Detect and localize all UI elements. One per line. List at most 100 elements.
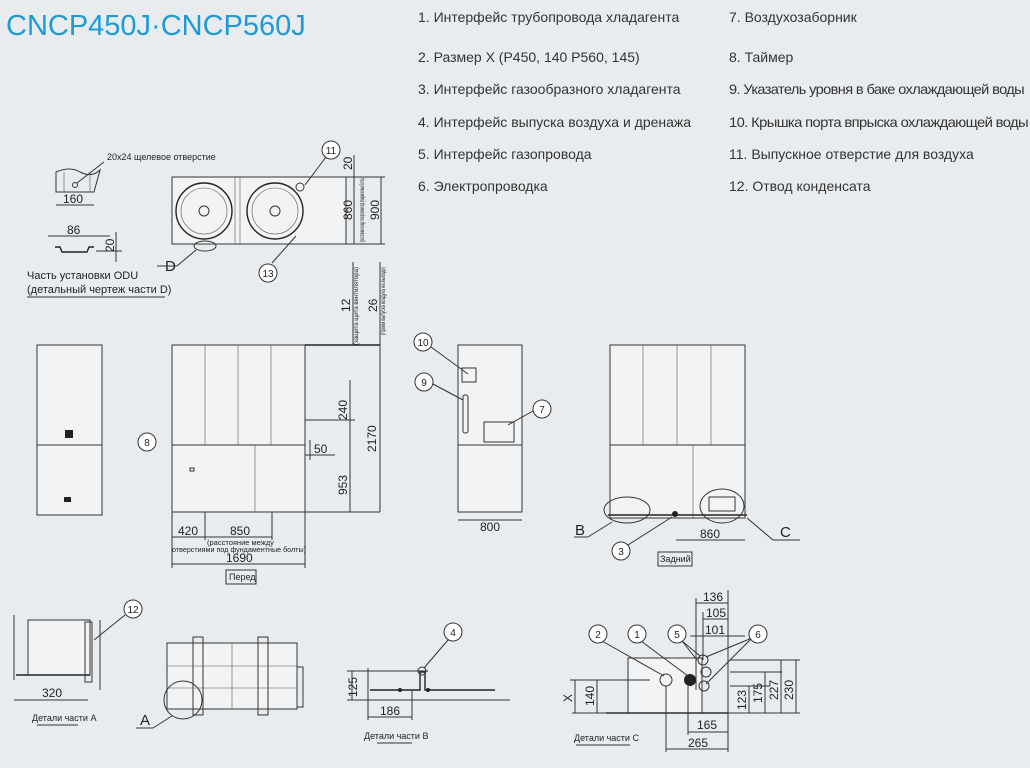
dim-label: 105 — [706, 606, 726, 620]
dim-label: 420 — [178, 524, 198, 538]
callouts: 1 2 3 4 5 6 7 8 9 10 11 12 13 — [123, 140, 768, 644]
legend-item: 2. Размер X (P450, 140 P560, 145) — [418, 49, 640, 65]
dim-label: 165 — [697, 718, 717, 732]
legend: 1. Интерфейс трубопровода хладагента 2. … — [418, 9, 1029, 194]
dim-label: 186 — [380, 704, 400, 718]
detail-letter: D — [165, 258, 176, 275]
dim-label: 12 — [339, 298, 353, 312]
caption: Детали части C — [574, 733, 639, 743]
callout-7: 7 — [532, 399, 552, 419]
rear-view: B C 860 Задний — [574, 344, 800, 567]
svg-text:5: 5 — [674, 630, 680, 641]
caption: Часть установки ODU — [27, 270, 138, 282]
caption: Детали части B — [364, 731, 428, 741]
callout-1: 1 — [627, 624, 647, 644]
dim-label: 240 — [336, 400, 350, 420]
dim-note: (расстояние между отверстиями под фундам… — [358, 178, 366, 242]
legend-item: 12. Отвод конденсата — [729, 178, 871, 194]
svg-text:3: 3 — [618, 547, 624, 558]
dim-label: 800 — [480, 520, 500, 534]
page-title: CNCP450J·CNCP560J — [6, 10, 306, 42]
svg-text:1: 1 — [634, 630, 640, 641]
legend-item: 5. Интерфейс газопровода — [418, 146, 592, 162]
dim-label: 20 — [341, 156, 355, 170]
legend-item: 7. Воздухозаборник — [729, 9, 858, 25]
dim-label: 125 — [346, 677, 360, 697]
dim-note: отверстиями под фундаментные болты) — [172, 545, 306, 554]
dim-label: 2170 — [365, 425, 379, 452]
dim-label: 50 — [314, 442, 328, 456]
detail-a: 320 Детали части А — [13, 614, 126, 726]
front-left-view — [36, 344, 103, 516]
svg-text:13: 13 — [262, 269, 274, 280]
svg-text:2: 2 — [595, 630, 601, 641]
legend-item: 3. Интерфейс газообразного хладагента — [418, 81, 681, 97]
callout-2: 2 — [588, 624, 608, 644]
legend-item: 10. Крышка порта впрыска охлаждающей вод… — [729, 114, 1029, 130]
side-view: 800 — [430, 344, 534, 534]
dim-label: 20 — [103, 238, 117, 252]
detail-letter: B — [575, 522, 585, 539]
svg-text:9: 9 — [421, 378, 427, 389]
dim-label: 123 — [735, 690, 749, 710]
svg-text:6: 6 — [755, 630, 761, 641]
dim-label: 320 — [42, 686, 62, 700]
callout-8: 8 — [137, 432, 157, 452]
callout-5: 5 — [667, 624, 687, 644]
dim-label: 175 — [751, 683, 765, 703]
callout-12: 12 — [123, 599, 143, 619]
detail-letter: A — [140, 712, 150, 729]
front-label: Перед — [229, 572, 256, 582]
dim-label: 860 — [700, 527, 720, 541]
dim-note: (проем выпуска воздуха на выходе) — [380, 267, 387, 335]
callout-9: 9 — [414, 372, 434, 392]
callout-13: 13 — [258, 263, 278, 283]
dim-label: X — [561, 694, 575, 702]
callout-11: 11 — [321, 140, 341, 160]
svg-text:11: 11 — [326, 146, 337, 157]
caption: (детальный чертеж части D) — [27, 284, 171, 296]
slot-label: 20x24 щелевое отверстие — [107, 152, 216, 162]
dim-label: 26 — [366, 298, 380, 312]
svg-text:12: 12 — [127, 605, 139, 616]
svg-text:10: 10 — [417, 338, 429, 349]
dim-label: 850 — [230, 524, 250, 538]
dim-label: 265 — [688, 736, 708, 750]
detail-b: 125 186 Детали части B — [346, 639, 510, 744]
dim-label: 86 — [67, 223, 81, 237]
dim-label: 140 — [583, 686, 597, 706]
legend-item: 4. Интерфейс выпуска воздуха и дренажа — [418, 114, 691, 130]
callout-6: 6 — [748, 624, 768, 644]
legend-item: 9. Указатель уровня в баке охлаждающей в… — [729, 81, 1025, 97]
plan-view: A — [136, 636, 304, 729]
callout-10: 10 — [413, 332, 433, 352]
callout-4: 4 — [443, 622, 463, 642]
detail-c: 136 105 101 X 140 123 175 227 230 165 26… — [561, 590, 800, 752]
legend-item: 8. Таймер — [729, 49, 794, 65]
callout-3: 3 — [611, 541, 631, 561]
dim-label: 900 — [368, 200, 382, 220]
svg-text:4: 4 — [450, 628, 456, 639]
dim-note: (расстояние между — [207, 538, 274, 547]
dim-label: 860 — [341, 200, 355, 220]
dim-label: 227 — [767, 680, 781, 700]
legend-item: 6. Электропроводка — [418, 178, 548, 194]
dim-label: 230 — [782, 680, 796, 700]
dim-label: 101 — [705, 623, 725, 637]
detail-d: 20x24 щелевое отверстие 160 86 20 Часть … — [27, 152, 216, 298]
caption: Детали части А — [32, 713, 96, 723]
legend-item: 11. Выпускное отверстие для воздуха — [729, 146, 974, 162]
rear-label: Задний — [660, 554, 691, 564]
dim-label: 160 — [63, 192, 83, 206]
svg-text:8: 8 — [144, 438, 150, 449]
dim-label: 136 — [703, 590, 723, 604]
dim-note: (защита щита вентилятора) — [353, 267, 360, 345]
dim-label: 1690 — [226, 551, 253, 565]
legend-item: 1. Интерфейс трубопровода хладагента — [418, 9, 679, 25]
detail-letter: C — [780, 524, 791, 541]
dim-label: 953 — [336, 475, 350, 495]
svg-text:7: 7 — [539, 405, 545, 416]
front-view: 12 26 (защита щита вентилятора) (проем в… — [171, 262, 387, 585]
top-view: D 20 860 900 (расстояние между отверстия… — [157, 155, 385, 275]
